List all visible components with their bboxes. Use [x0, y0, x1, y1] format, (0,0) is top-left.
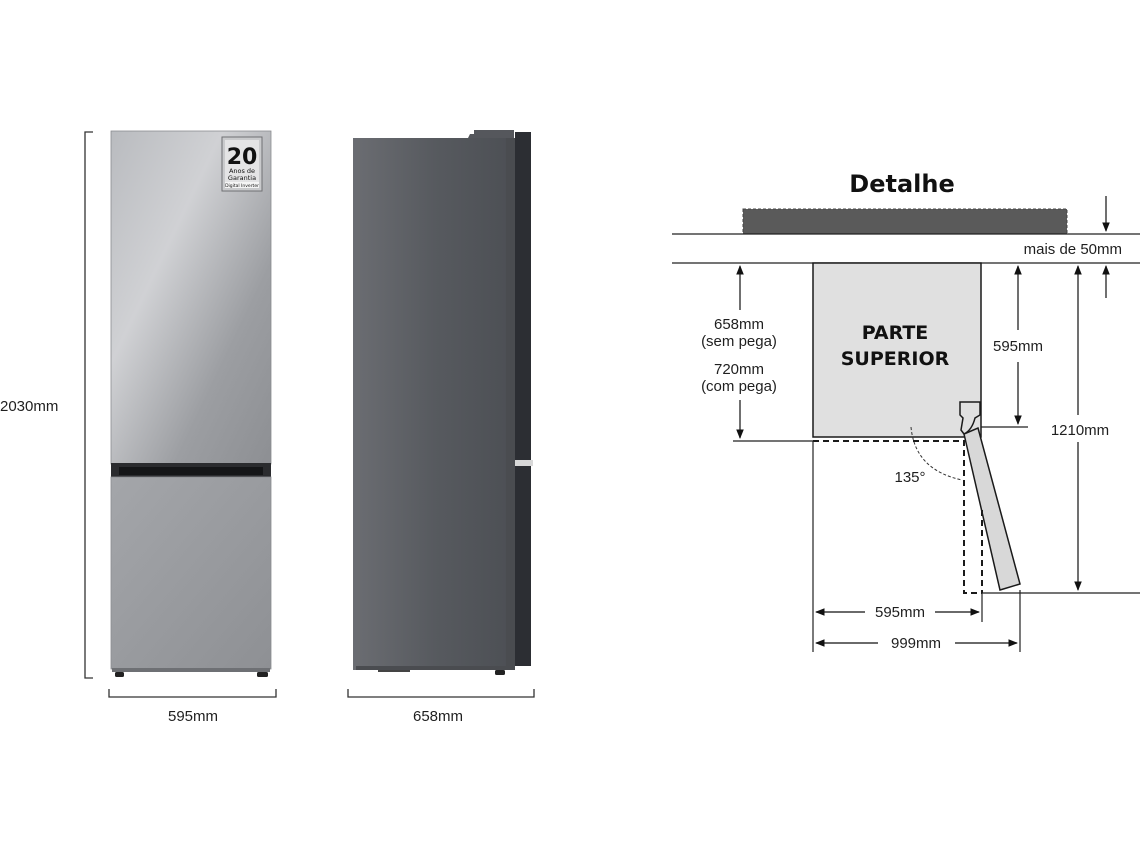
hinge: [959, 401, 981, 435]
warranty-badge: 20 Anos de Garantia Digital Inverter: [221, 136, 263, 192]
depth-with-handle-note: (com pega): [701, 378, 777, 395]
detail-title: Detalhe: [849, 170, 954, 198]
top-label-line1: PARTE: [862, 322, 929, 344]
front-lower-door: [110, 476, 272, 670]
height-label: 2030mm: [0, 398, 58, 415]
top-label-line2: SUPERIOR: [841, 348, 950, 370]
side-lower-door-edge: [515, 464, 531, 666]
total-width-open-label: 999mm: [891, 635, 941, 652]
badge-line2: Garantia: [228, 174, 256, 182]
width-dimension-bracket: [108, 689, 277, 698]
door-closed-outline: [813, 440, 983, 594]
depth-no-handle-value: 658mm: [714, 316, 764, 333]
cabinet-top-view: [812, 262, 982, 438]
front-foot-right: [257, 672, 268, 677]
clearance-label: mais de 50mm: [1024, 241, 1122, 258]
angle-arc: [910, 426, 963, 481]
side-view: 658mm: [347, 130, 535, 725]
side-foot: [495, 670, 505, 675]
badge-line1: Anos de: [229, 167, 255, 175]
height-dimension-bracket: [84, 131, 93, 679]
side-depth-label-detail: 595mm: [993, 338, 1043, 355]
front-foot-left: [115, 672, 124, 677]
front-view: 2030mm 20 Anos de Garantia Digital Inver…: [0, 130, 277, 725]
depth-dimension-bracket: [347, 689, 535, 698]
depth-with-handle-value: 720mm: [714, 361, 764, 378]
detail-plan: Detalhe mais de 50mm PARTE SUPERIOR 135°…: [672, 170, 1140, 652]
badge-line3: Digital Inverter: [225, 183, 259, 189]
side-cabinet: [353, 138, 515, 670]
depth-no-handle-note: (sem pega): [701, 333, 777, 350]
side-upper-door-edge: [515, 132, 531, 462]
detail-width-label: 595mm: [875, 604, 925, 621]
open-door: [963, 426, 1021, 591]
front-width-label: 595mm: [168, 708, 218, 725]
overhang-block: [742, 208, 1068, 235]
badge-number: 20: [227, 145, 258, 170]
side-depth-label: 658mm: [413, 708, 463, 725]
door-angle-label: 135°: [894, 469, 925, 486]
top-hinge: [468, 130, 514, 138]
total-depth-open-label: 1210mm: [1051, 422, 1109, 439]
